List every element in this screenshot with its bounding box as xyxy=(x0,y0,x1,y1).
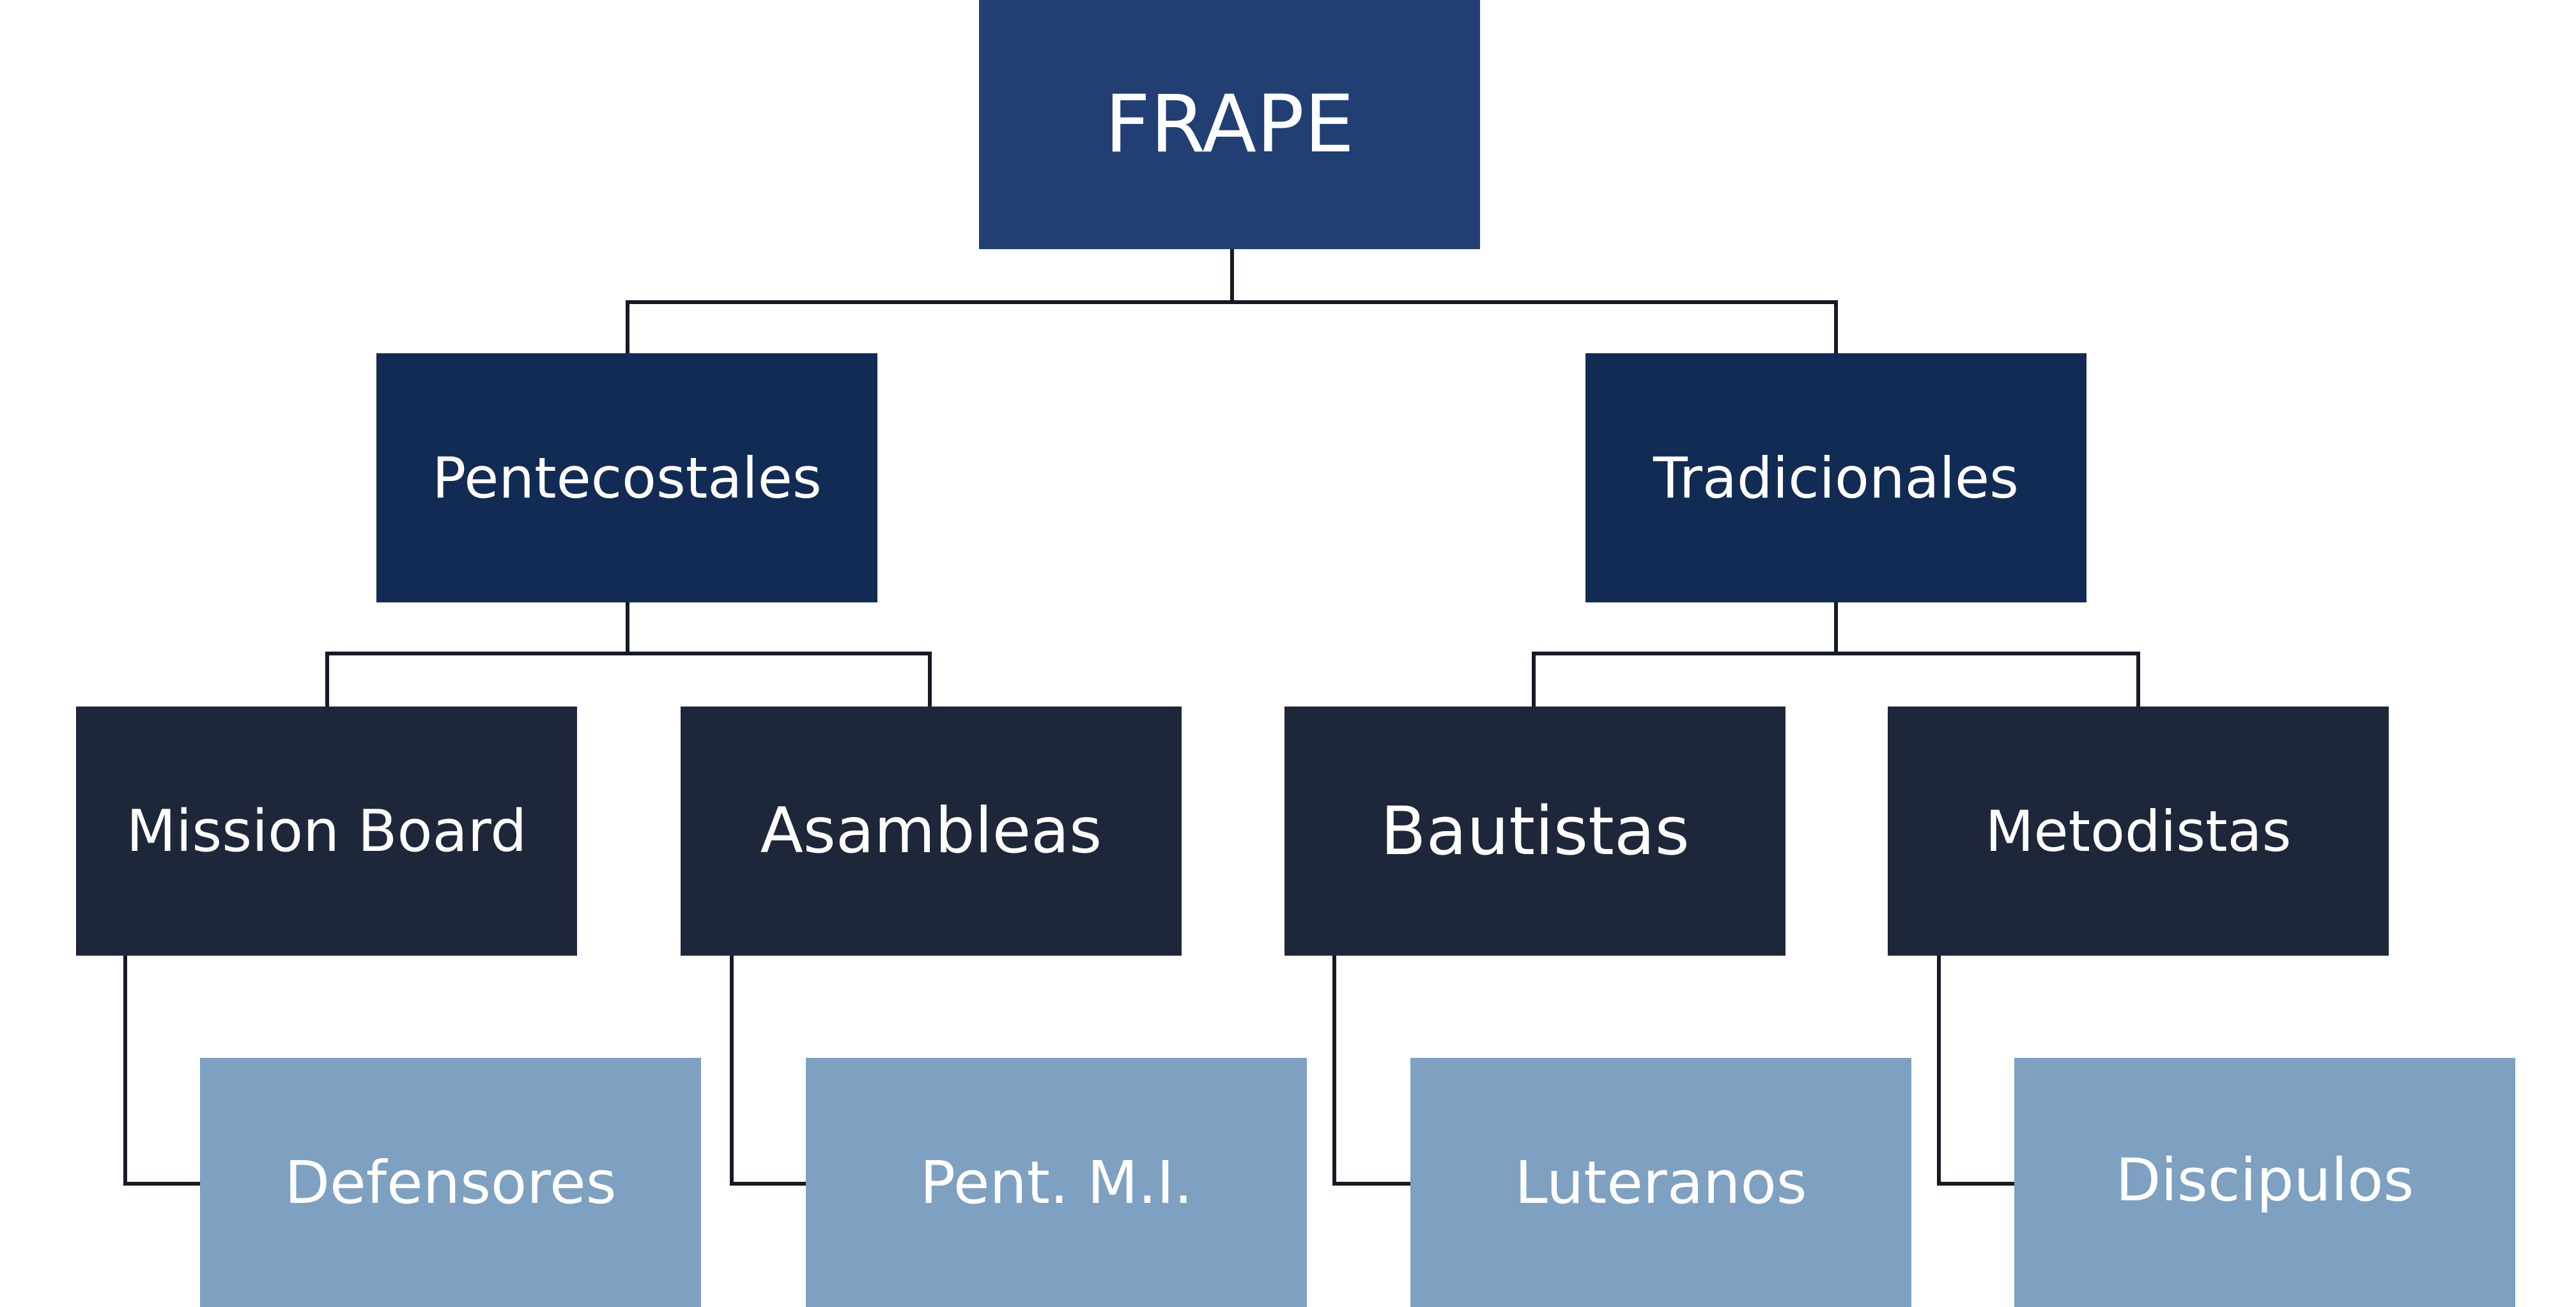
node-label: Pentecostales xyxy=(432,445,822,511)
node-frape: FRAPE xyxy=(979,0,1480,249)
node-pent-mi: Pent. M.I. xyxy=(806,1058,1307,1307)
node-label: Luteranos xyxy=(1515,1148,1807,1217)
node-bautistas: Bautistas xyxy=(1284,707,1785,956)
node-luteranos: Luteranos xyxy=(1410,1058,1911,1307)
connector-pentecostales xyxy=(325,602,932,707)
node-defensores: Defensores xyxy=(200,1058,701,1307)
connector-asambleas xyxy=(730,954,806,1186)
node-label: Asambleas xyxy=(760,795,1102,868)
node-label: FRAPE xyxy=(1104,79,1355,171)
connector-bautistas xyxy=(1332,954,1410,1186)
node-label: Mission Board xyxy=(126,797,527,865)
connector-tradicionales xyxy=(1532,602,2140,707)
node-discipulos: Discipulos xyxy=(2014,1058,2515,1307)
node-tradicionales: Tradicionales xyxy=(1585,353,2086,602)
connector-metodistas xyxy=(1937,954,2014,1186)
node-label: Discipulos xyxy=(2115,1146,2414,1214)
node-label: Defensores xyxy=(284,1148,617,1217)
node-asambleas: Asambleas xyxy=(681,707,1182,956)
node-metodistas: Metodistas xyxy=(1888,707,2389,956)
node-label: Bautistas xyxy=(1380,792,1690,870)
node-pentecostales: Pentecostales xyxy=(376,353,877,602)
node-label: Metodistas xyxy=(1985,798,2292,864)
node-label: Tradicionales xyxy=(1653,445,2019,511)
node-mission-board: Mission Board xyxy=(76,707,577,956)
connector-mission-board xyxy=(123,954,200,1186)
connector-root xyxy=(626,249,1838,353)
node-label: Pent. M.I. xyxy=(920,1148,1193,1217)
